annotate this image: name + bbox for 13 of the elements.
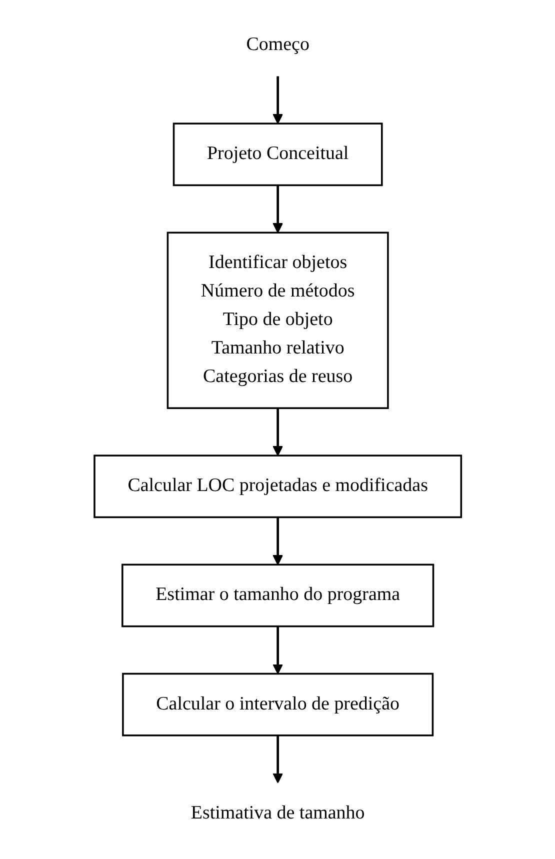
node-box: Identificar objetos Número de métodos Tipo de objeto Tamanho relativo Categorias de reuso: [166, 232, 389, 410]
node-box: Estimar o tamanho do programa: [121, 564, 434, 628]
arrow: [272, 185, 283, 234]
arrow: [272, 626, 283, 674]
arrow: [272, 517, 283, 566]
node-box: Calcular o intervalo de predição: [122, 672, 434, 736]
arrow: [272, 408, 283, 456]
arrow: [272, 735, 283, 784]
arrow: [272, 76, 283, 124]
node-box: Projeto Conceitual: [172, 122, 382, 186]
node-text: Estimativa de tamanho: [190, 803, 364, 824]
node-box: Calcular LOC projetadas e modificadas: [93, 454, 462, 518]
node-text: Começo: [246, 34, 310, 55]
